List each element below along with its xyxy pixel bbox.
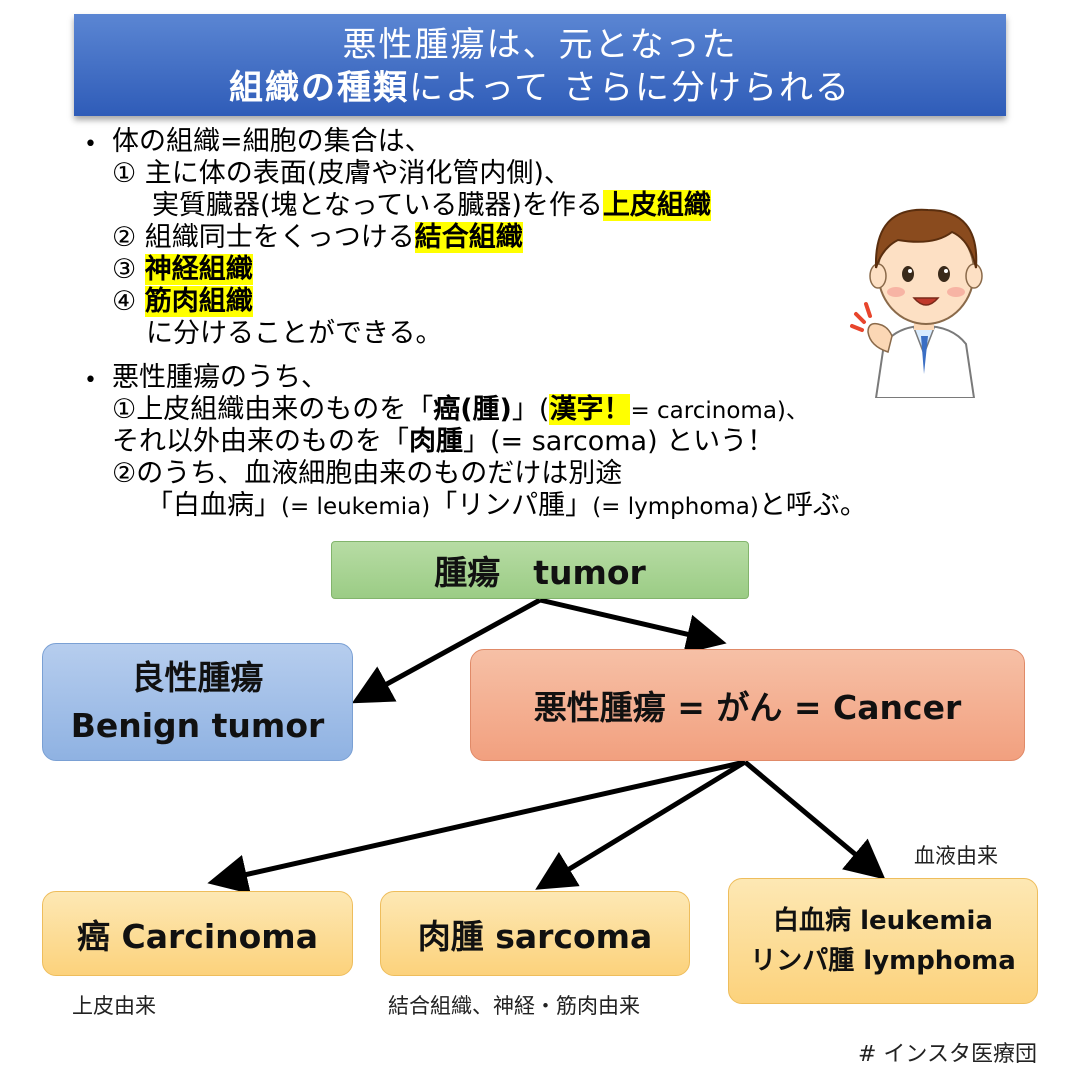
title-line-2: 組織の種類によって さらに分けられる (74, 67, 1006, 110)
title-line-1: 悪性腫瘍は、元となった (342, 25, 738, 65)
blood-tumor-box: 白血病 leukemia リンパ腫 lymphoma (728, 878, 1038, 1004)
title-rest: によって さらに分けられる (408, 68, 852, 108)
title-bold: 組織の種類 (228, 68, 409, 108)
bullet1-line3-text: 実質臓器(塊となっている臓器)を作る (152, 190, 603, 221)
bullet2-line5-end: と呼ぶ。 (758, 490, 867, 521)
bullet1-line4-text: ② 組織同士をくっつける (112, 222, 415, 253)
malignant-label: 悪性腫瘍 = がん = Cancer (533, 688, 962, 727)
footer-credit: # インスタ医療団 (858, 1042, 1037, 1067)
highlight-connective: 結合組織 (414, 222, 523, 253)
highlight-nerve: 神経組織 (144, 254, 253, 285)
leukemia-label: 白血病 leukemia (773, 906, 993, 936)
bullet1-line5-num: ③ (112, 254, 145, 285)
carcinoma-box: 癌 Carcinoma (42, 891, 353, 976)
label-connective-origin: 結合組織、神経・筋肉由来 (388, 994, 640, 1018)
doctor-illustration-icon (850, 208, 983, 398)
bullet2-line2-text: ①上皮組織由来のものを「 (112, 394, 434, 425)
bullet2-line3-text: それ以外由来のものを「 (112, 426, 409, 457)
bullet-dot-1: • (84, 132, 97, 157)
bullet2-leukemia-jp: 「白血病」 (146, 490, 281, 521)
benign-jp-label: 良性腫瘍 (131, 658, 264, 697)
malignant-tumor-box: 悪性腫瘍 = がん = Cancer (470, 649, 1025, 761)
root-tumor-label: 腫瘍 tumor (434, 553, 646, 592)
highlight-kanji: 漢字！ (549, 394, 631, 425)
label-blood-origin: 血液由来 (914, 844, 998, 868)
root-tumor-box: 腫瘍 tumor (331, 541, 749, 599)
bullet1-line4: ② 組織同士をくっつける結合組織 (112, 222, 523, 253)
bullet2-sarcoma-jp: 肉腫 (409, 426, 463, 457)
bullet2-line3: それ以外由来のものを「肉腫」(= sarcoma) という！ (112, 426, 774, 457)
highlight-muscle: 筋肉組織 (144, 286, 253, 317)
bullet2-line5: 「白血病」(= leukemia)「リンパ腫」(= lymphoma)と呼ぶ。 (146, 490, 867, 523)
bullet2-carcinoma-en: = carcinoma)、 (630, 398, 809, 424)
bullet1-line1: 体の組織=細胞の集合は、 (112, 126, 432, 157)
bullet-dot-2: • (84, 368, 97, 393)
highlight-epithelial: 上皮組織 (602, 190, 711, 221)
bullet2-line2: ①上皮組織由来のものを「癌(腫)」(漢字！= carcinoma)、 (112, 394, 809, 427)
bullet2-line2-bracket: 」( (511, 394, 550, 425)
benign-en-label: Benign tumor (70, 706, 325, 745)
sarcoma-label: 肉腫 sarcoma (417, 916, 653, 956)
title-banner: 悪性腫瘍は、元となった 組織の種類によって さらに分けられる (74, 14, 1006, 116)
bullet2-line4: ②のうち、血液細胞由来のものだけは別途 (112, 458, 623, 489)
arrow-root-to-benign (351, 597, 542, 704)
label-epithelial-origin: 上皮由来 (72, 994, 156, 1018)
bullet2-lymphoma-jp: 「リンパ腫」 (430, 490, 593, 521)
bullet2-leukemia-en: (= leukemia) (281, 494, 431, 520)
arrow-root-to-malignant (539, 597, 727, 654)
benign-tumor-box: 良性腫瘍 Benign tumor (42, 643, 353, 761)
arrow-malignant-to-carcinoma (207, 759, 746, 895)
carcinoma-label: 癌 Carcinoma (77, 916, 318, 956)
bullet2-line1: 悪性腫瘍のうち、 (112, 362, 328, 393)
bullet1-line5: ③ 神経組織 (112, 254, 253, 285)
arrow-malignant-to-blood (743, 760, 886, 880)
arrow-malignant-to-sarcoma (535, 759, 747, 890)
bullet2-lymphoma-en: (= lymphoma) (592, 494, 759, 520)
bullet2-line3-rest: 」(= sarcoma) という！ (463, 426, 775, 457)
bullet1-line7: に分けることができる。 (146, 318, 443, 349)
bullet1-line6-num: ④ (112, 286, 145, 317)
sarcoma-box: 肉腫 sarcoma (380, 891, 690, 976)
lymphoma-label: リンパ腫 lymphoma (750, 946, 1016, 976)
bullet1-line6: ④ 筋肉組織 (112, 286, 253, 317)
bullet2-carcinoma-jp: 癌(腫) (433, 394, 512, 425)
bullet1-line2: ① 主に体の表面(皮膚や消化管内側)、 (112, 158, 571, 189)
bullet1-line3: 実質臓器(塊となっている臓器)を作る上皮組織 (152, 190, 711, 221)
